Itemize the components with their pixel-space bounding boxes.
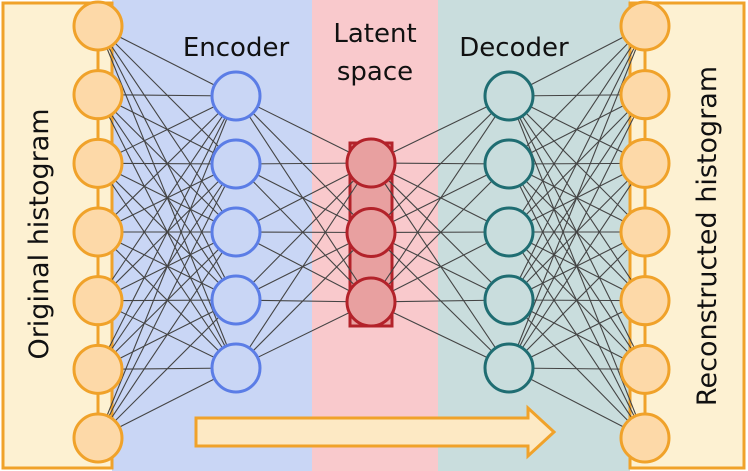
edge — [370, 162, 510, 369]
encoder-node — [210, 274, 262, 326]
input-node — [72, 412, 124, 464]
edge — [97, 231, 237, 439]
edge — [370, 163, 510, 303]
encoder-label: Encoder — [183, 33, 290, 63]
neuron-nodes — [72, 0, 671, 464]
edge — [235, 162, 372, 369]
edge — [235, 232, 372, 369]
output-node — [619, 0, 671, 52]
edge — [97, 95, 237, 164]
output-label: Reconstructed histogram — [692, 66, 723, 406]
edge — [97, 95, 237, 233]
edge — [235, 95, 372, 303]
decoder-node — [483, 342, 535, 394]
edge — [235, 95, 372, 233]
input-label: Original histogram — [24, 108, 55, 359]
edge — [97, 25, 237, 97]
flow-arrow — [194, 404, 557, 460]
decoder-node — [483, 138, 535, 190]
latent-label-line2: space — [337, 57, 413, 87]
edge — [97, 95, 237, 301]
encoder-node — [210, 206, 262, 258]
encoder-node — [210, 138, 262, 190]
edge — [97, 163, 237, 439]
output-node — [619, 275, 671, 327]
decoder-node — [483, 206, 535, 258]
encoder-node — [210, 70, 262, 122]
edge — [370, 95, 510, 233]
latent-node — [345, 276, 397, 328]
output-node — [619, 206, 671, 258]
latent-node — [345, 207, 397, 258]
edge — [370, 95, 510, 164]
edge — [97, 299, 237, 439]
input-node — [72, 206, 124, 258]
encoder-node — [210, 342, 262, 394]
output-node — [619, 343, 671, 395]
decoder-label: Decoder — [459, 33, 569, 63]
input-node — [72, 69, 124, 121]
latent-label-line1: Latent — [333, 19, 416, 49]
edge — [508, 94, 646, 369]
edge — [508, 231, 646, 369]
edge — [370, 95, 510, 303]
edge — [235, 163, 372, 303]
input-node — [72, 137, 124, 189]
output-node — [619, 69, 671, 121]
edge — [370, 162, 510, 233]
output-node — [619, 137, 671, 189]
edge — [370, 162, 510, 301]
edge — [508, 25, 646, 301]
edge — [370, 232, 510, 301]
edge — [508, 25, 646, 233]
edge — [97, 367, 237, 439]
edge — [370, 232, 510, 369]
edge — [97, 95, 237, 370]
edge — [508, 163, 646, 369]
input-node — [72, 343, 124, 395]
decoder-node — [483, 70, 535, 122]
latent-node — [345, 137, 397, 189]
edge — [235, 162, 372, 301]
decoder-node — [483, 274, 535, 326]
edge — [508, 25, 646, 165]
edge — [370, 231, 510, 303]
output-node — [619, 412, 671, 464]
input-node — [72, 0, 124, 52]
input-node — [72, 275, 124, 327]
